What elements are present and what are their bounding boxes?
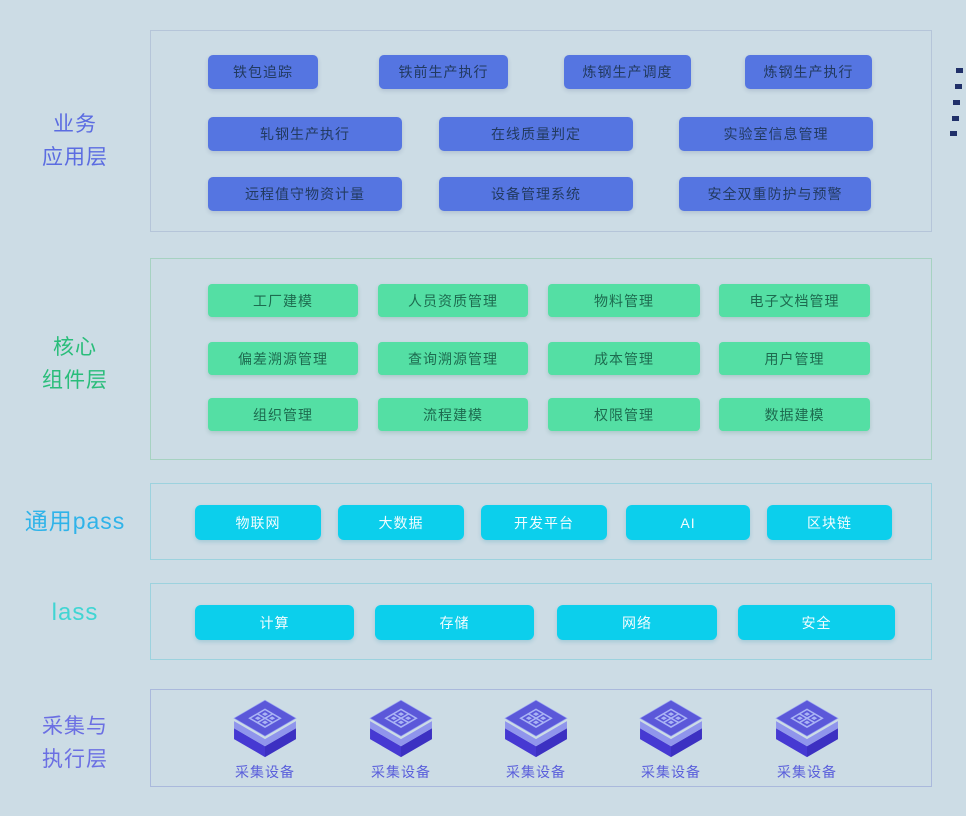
device-label: 采集设备 [506, 764, 566, 780]
collection-device: 采集设备 [616, 698, 726, 782]
core-component-button[interactable]: 数据建模 [719, 398, 870, 431]
layer-label-paas: 通用pass [24, 508, 126, 534]
edge-dash-icon [952, 116, 959, 121]
iaas-service-button[interactable]: 计算 [195, 605, 354, 640]
business-app-button[interactable]: 设备管理系统 [439, 177, 633, 211]
business-app-button[interactable]: 轧钢生产执行 [208, 117, 402, 151]
paas-service-button[interactable]: 区块链 [767, 505, 892, 540]
business-app-button[interactable]: 实验室信息管理 [679, 117, 873, 151]
device-cube-icon [639, 699, 703, 758]
core-component-button[interactable]: 电子文档管理 [719, 284, 870, 317]
core-component-button[interactable]: 物料管理 [548, 284, 700, 317]
layer-label-business: 业务 应用层 [0, 108, 150, 174]
core-component-button[interactable]: 组织管理 [208, 398, 358, 431]
layer-label-line: 核心 [53, 336, 97, 359]
business-app-button[interactable]: 远程值守物资计量 [208, 177, 402, 211]
business-app-button[interactable]: 炼钢生产调度 [564, 55, 691, 89]
edge-dash-icon [956, 68, 963, 73]
paas-service-button[interactable]: 开发平台 [481, 505, 607, 540]
device-cube-icon [369, 699, 433, 758]
paas-service-button[interactable]: 物联网 [195, 505, 321, 540]
paas-service-button[interactable]: AI [626, 505, 750, 540]
layer-label-core: 核心 组件层 [0, 331, 150, 397]
collection-device: 采集设备 [481, 698, 591, 782]
core-component-button[interactable]: 查询溯源管理 [378, 342, 528, 375]
panel-edge-layer: 采集设备 采集设备 [150, 689, 932, 787]
core-component-button[interactable]: 权限管理 [548, 398, 700, 431]
collection-device: 采集设备 [346, 698, 456, 782]
edge-dash-icon [953, 100, 960, 105]
iaas-service-button[interactable]: 网络 [557, 605, 717, 640]
business-app-button[interactable]: 铁前生产执行 [379, 55, 508, 89]
iaas-service-button[interactable]: 存储 [375, 605, 534, 640]
device-label: 采集设备 [235, 764, 295, 780]
edge-dash-icon [955, 84, 962, 89]
iaas-service-button[interactable]: 安全 [738, 605, 895, 640]
core-component-button[interactable]: 用户管理 [719, 342, 870, 375]
layer-label-edge: 采集与 执行层 [0, 710, 150, 776]
paas-service-button[interactable]: 大数据 [338, 505, 464, 540]
device-cube-icon [504, 699, 568, 758]
layer-label-iaas: lass [51, 599, 99, 626]
layer-label-line: 业务 [53, 113, 97, 136]
business-app-button[interactable]: 铁包追踪 [208, 55, 318, 89]
layer-label-line: 采集与 [42, 715, 108, 738]
core-component-button[interactable]: 流程建模 [378, 398, 528, 431]
device-cube-icon [775, 699, 839, 758]
device-label: 采集设备 [777, 764, 837, 780]
layer-label-line: 应用层 [42, 146, 108, 169]
panel-core-layer: 工厂建模 人员资质管理 物料管理 电子文档管理 偏差溯源管理 查询溯源管理 成本… [150, 258, 932, 460]
business-app-button[interactable]: 炼钢生产执行 [745, 55, 872, 89]
device-label: 采集设备 [371, 764, 431, 780]
collection-device: 采集设备 [210, 698, 320, 782]
business-app-button[interactable]: 安全双重防护与预警 [679, 177, 871, 211]
layer-label-line: 组件层 [42, 369, 108, 392]
layer-label-line: 执行层 [42, 748, 108, 771]
edge-dash-icon [950, 131, 957, 136]
core-component-button[interactable]: 成本管理 [548, 342, 700, 375]
panel-business-layer: 铁包追踪 铁前生产执行 炼钢生产调度 炼钢生产执行 轧钢生产执行 在线质量判定 … [150, 30, 932, 232]
core-component-button[interactable]: 偏差溯源管理 [208, 342, 358, 375]
device-label: 采集设备 [641, 764, 701, 780]
core-component-button[interactable]: 工厂建模 [208, 284, 358, 317]
device-cube-icon [233, 699, 297, 758]
business-app-button[interactable]: 在线质量判定 [439, 117, 633, 151]
panel-paas-layer: 物联网 大数据 开发平台 AI 区块链 [150, 483, 932, 560]
core-component-button[interactable]: 人员资质管理 [378, 284, 528, 317]
collection-device: 采集设备 [752, 698, 862, 782]
panel-iaas-layer: 计算 存储 网络 安全 [150, 583, 932, 660]
